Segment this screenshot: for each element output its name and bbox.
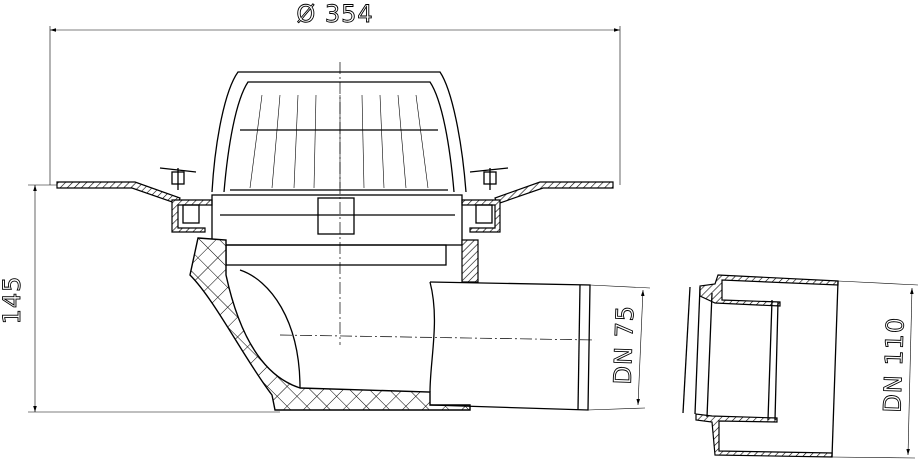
dn75-dimension: DN 75 [587, 284, 651, 411]
wing-nut-right [469, 167, 509, 190]
outlet-axis [279, 334, 596, 341]
flange [56, 181, 614, 205]
adapter-fitting [682, 274, 839, 458]
dome-grate [211, 71, 467, 193]
upper-body [171, 194, 501, 266]
dn110-dimension: DN 110 [831, 280, 919, 459]
grate-slots [249, 94, 429, 189]
outlet-pipe [429, 281, 591, 411]
dn75-label: DN 75 [609, 304, 640, 385]
diameter-dimension: Ø 354 [49, 0, 621, 185]
height-label: 145 [0, 276, 26, 325]
diameter-label: Ø 354 [296, 0, 373, 28]
dn110-label: DN 110 [878, 316, 909, 413]
lower-body [189, 237, 479, 411]
height-dimension: 145 [0, 184, 280, 413]
wing-nut-left [159, 167, 197, 190]
